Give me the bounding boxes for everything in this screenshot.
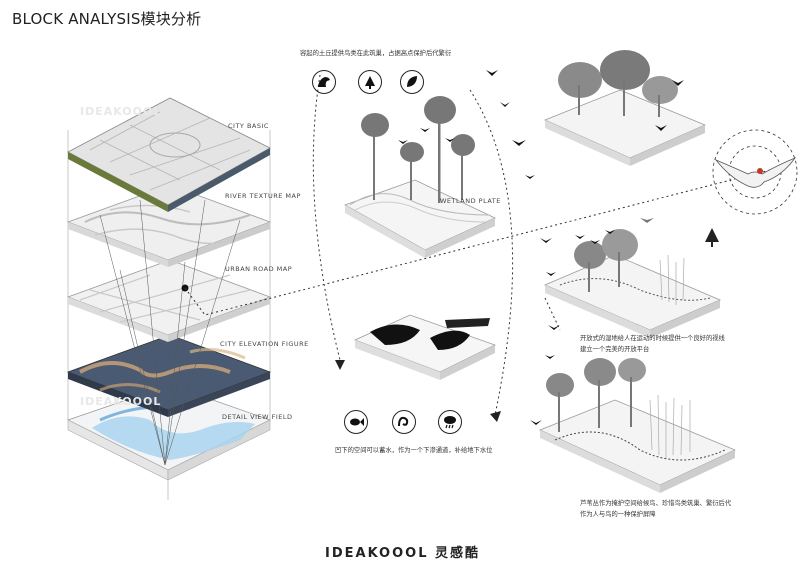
layer-urban-road xyxy=(66,259,272,342)
label-city-basic: CITY BASIC xyxy=(228,122,269,130)
seagull-illustration xyxy=(714,157,797,188)
leaf-icon xyxy=(400,70,424,94)
layer-river-texture xyxy=(66,184,272,267)
wetland-trees xyxy=(361,96,475,203)
reed-plate xyxy=(538,358,736,493)
brand-logo: IDEAKOOOL 灵感酷 xyxy=(325,546,481,561)
page-title: BLOCK ANALYSIS模块分析 xyxy=(12,10,202,28)
worm-icon xyxy=(392,410,416,434)
label-detail-view: DETAIL VIEW FIELD xyxy=(222,413,293,421)
caption-right-bottom-2: 作为人与鸟的一种保护屏障 xyxy=(580,511,656,518)
layer-city-elevation xyxy=(66,334,272,417)
watermark: IDEAKOOOL xyxy=(80,395,162,408)
caption-top: 容起的土丘提供鸟类在此筑巢，占据高点保护后代繁衍 xyxy=(300,50,452,57)
caption-right-bottom-1: 芦苇丛作为掩护空间给候鸟、珍惜鸟类筑巢、繁衍后代 xyxy=(580,500,732,507)
wetland-plate xyxy=(344,179,496,258)
tree-icon xyxy=(358,70,382,94)
watermark: IDEAKOOOL xyxy=(80,105,162,118)
caption-right-mid-2: 建立一个完美的开放平台 xyxy=(580,346,650,353)
eagle-icon xyxy=(312,70,336,94)
label-river-texture: RIVER TEXTURE MAP xyxy=(225,192,301,200)
label-city-elevation: CITY ELEVATION FIGURE xyxy=(220,340,309,348)
small-tree-icon xyxy=(705,228,719,247)
layer-city-basic xyxy=(67,97,271,212)
caption-bottom-left: 凹下的空间可以蓄水，作为一个下渗通道，补给地下水位 xyxy=(335,447,493,454)
dotted-connectors xyxy=(184,74,771,416)
view-cone-lines xyxy=(99,199,241,466)
label-wetland-plate: WETLAND PLATE xyxy=(440,197,501,205)
caption-right-mid-1: 开放式的湿地给人在运动的时候提供一个良好的视线 xyxy=(580,335,725,342)
open-wetland-plate xyxy=(543,229,722,338)
mound-plate xyxy=(543,50,707,166)
label-urban-road: URBAN ROAD MAP xyxy=(225,265,293,273)
fish-icon xyxy=(344,410,368,434)
water-plate xyxy=(353,314,497,380)
flying-birds xyxy=(398,70,684,425)
rain-cloud-icon xyxy=(438,410,462,434)
